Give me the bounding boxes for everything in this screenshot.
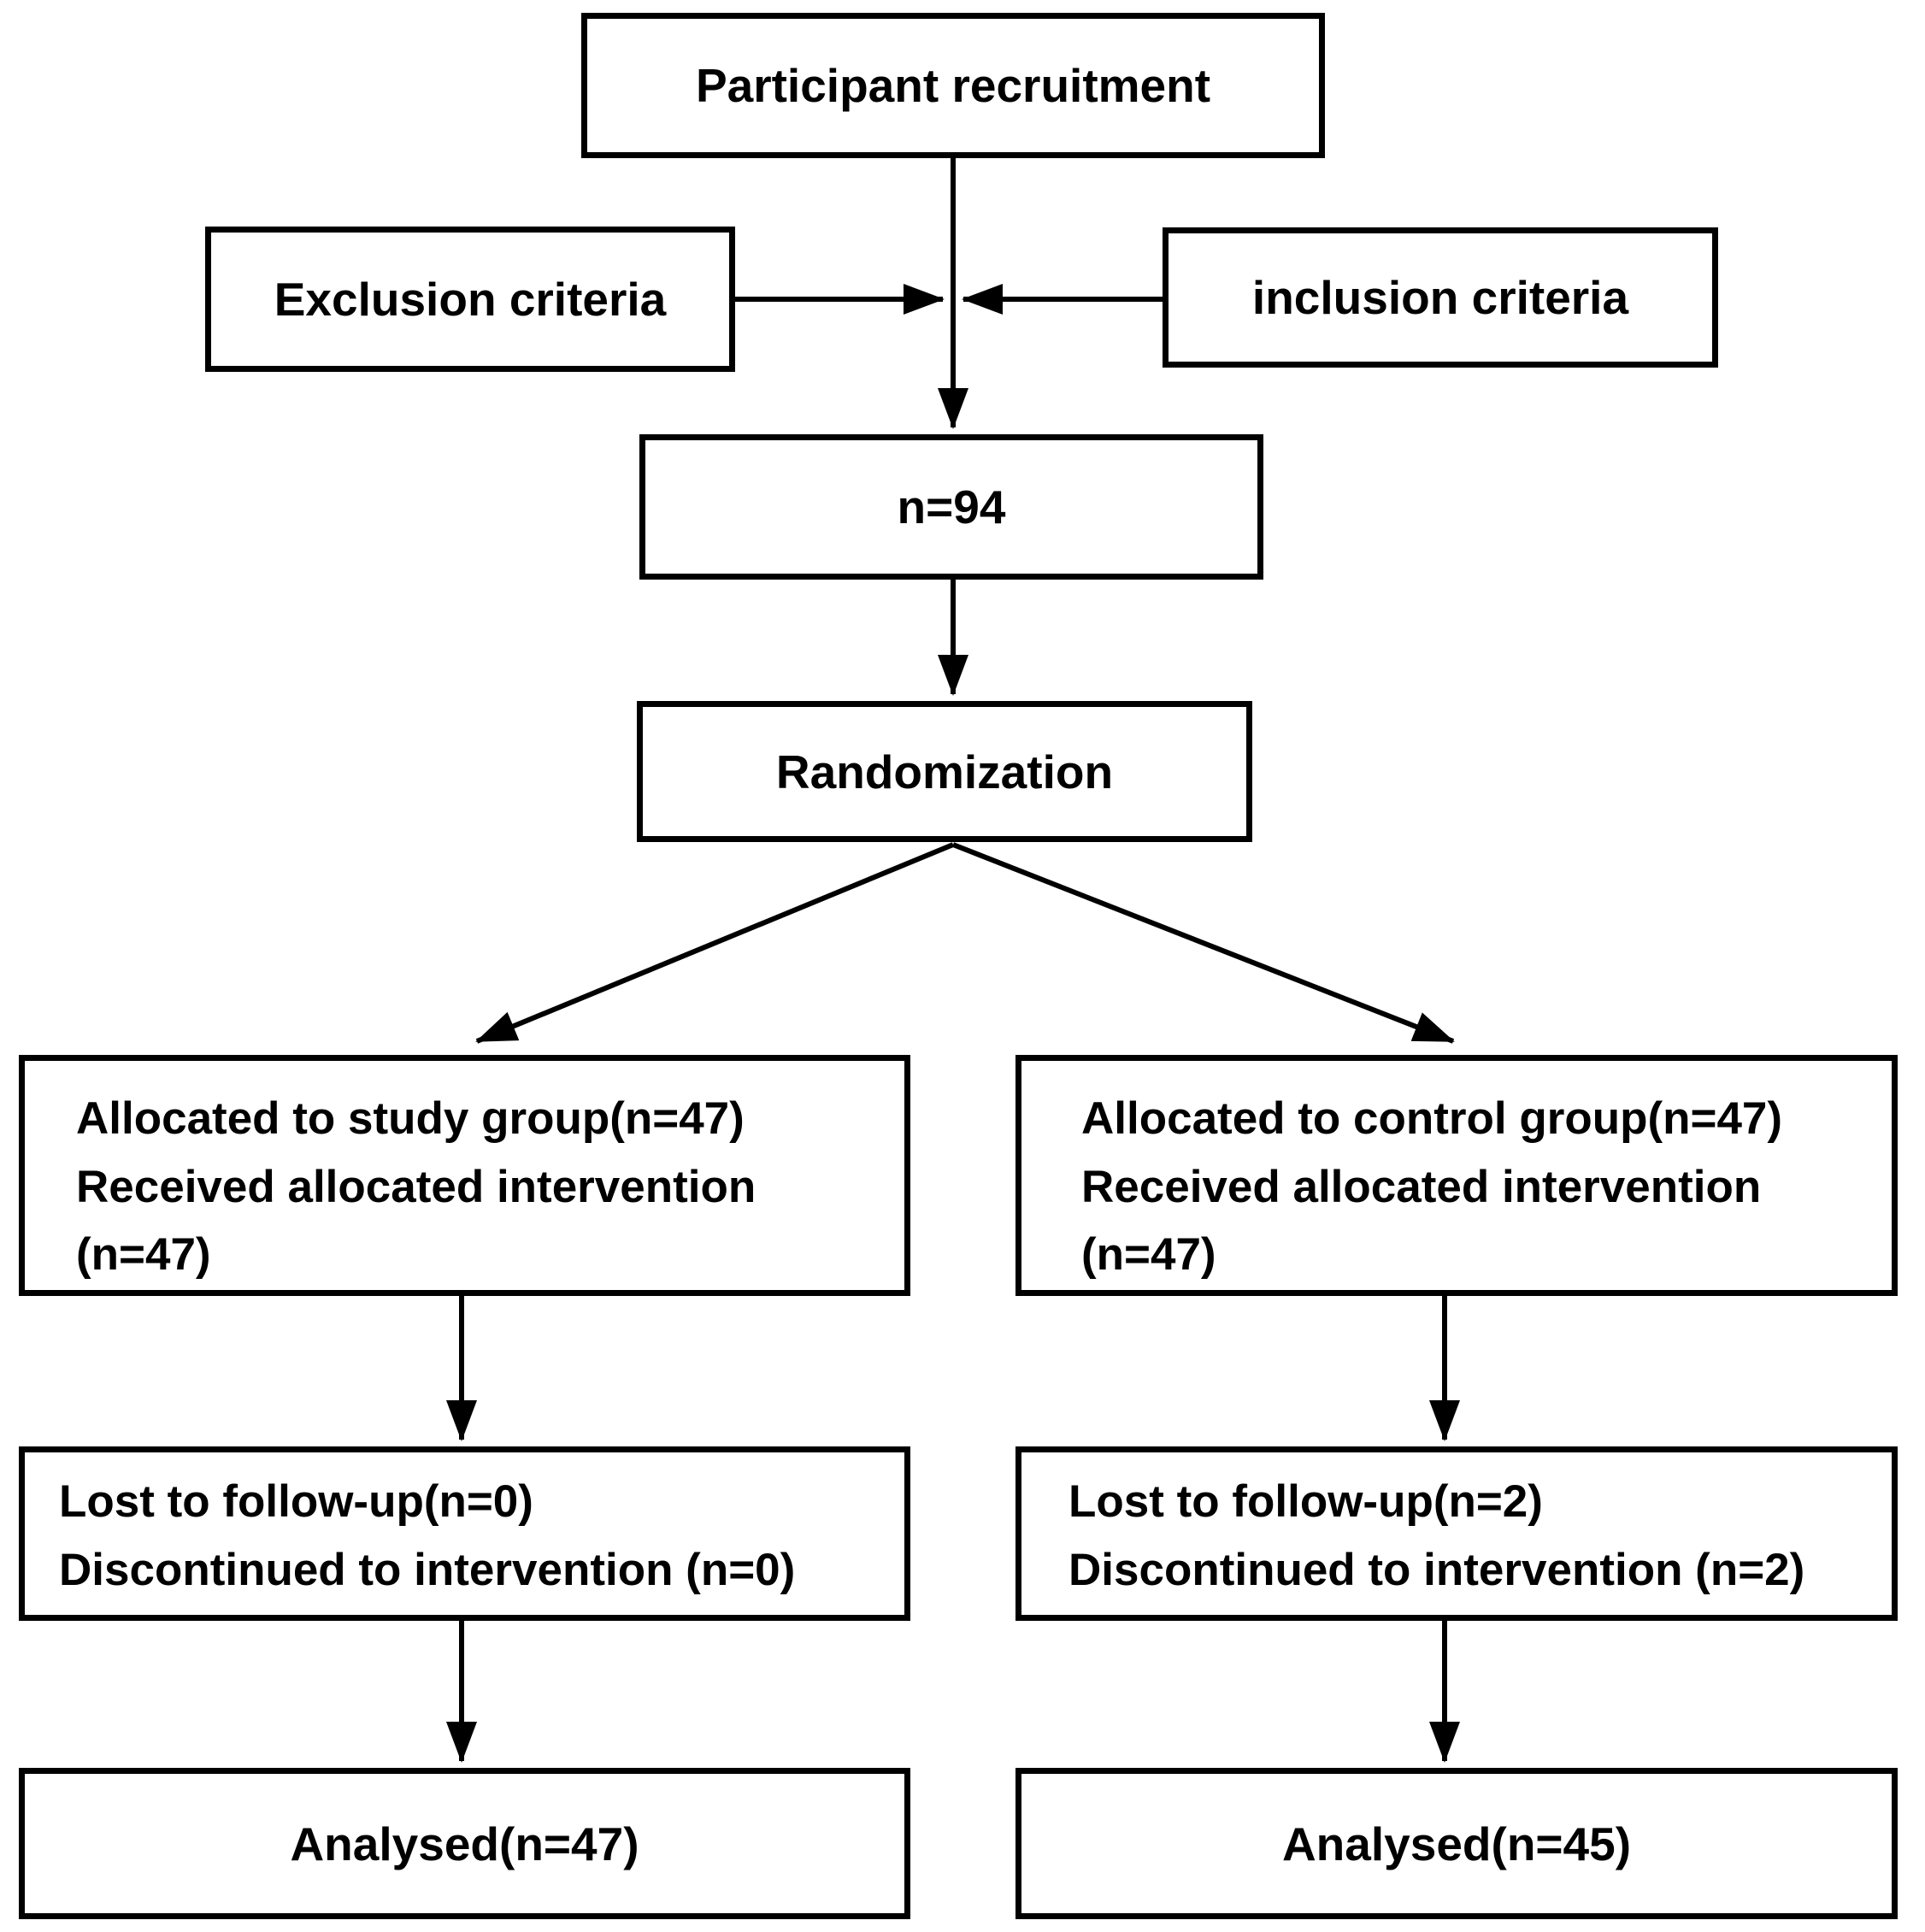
- node-line: Lost to follow-up(n=0): [59, 1476, 533, 1527]
- node-label: n=94: [897, 480, 1006, 533]
- node-label: inclusion criteria: [1251, 271, 1629, 324]
- node-n94: n=94: [639, 434, 1263, 580]
- node-inclusion-criteria: inclusion criteria: [1163, 227, 1718, 368]
- node-randomization: Randomization: [637, 701, 1252, 842]
- node-line: Discontinued to intervention (n=2): [1068, 1544, 1805, 1595]
- node-participant-recruitment: Participant recruitment: [581, 13, 1325, 158]
- node-line: Received allocated intervention: [1081, 1161, 1762, 1212]
- node-line: (n=47): [1081, 1229, 1216, 1280]
- node-line: Allocated to control group(n=47): [1081, 1093, 1783, 1144]
- node-lost-followup-study: Lost to follow-up(n=0) Discontinued to i…: [19, 1446, 910, 1621]
- arrow-randomization-to-study: [475, 842, 955, 1044]
- node-label: Analysed(n=47): [290, 1817, 639, 1870]
- node-label: Exclusion criteria: [274, 273, 667, 326]
- node-allocated-control-group: Allocated to control group(n=47) Receive…: [1015, 1055, 1898, 1296]
- node-allocated-study-group: Allocated to study group(n=47) Received …: [19, 1055, 910, 1296]
- node-label: Analysed(n=45): [1281, 1817, 1632, 1870]
- node-line: Received allocated intervention: [76, 1161, 756, 1212]
- node-line: (n=47): [76, 1229, 211, 1280]
- node-line: Lost to follow-up(n=2): [1068, 1476, 1543, 1527]
- node-exclusion-criteria: Exclusion criteria: [205, 227, 735, 372]
- node-analysed-control: Analysed(n=45): [1015, 1768, 1898, 1919]
- node-analysed-study: Analysed(n=47): [19, 1768, 910, 1919]
- arrow-randomization-to-control: [951, 842, 1455, 1044]
- node-lost-followup-control: Lost to follow-up(n=2) Discontinued to i…: [1015, 1446, 1898, 1621]
- node-label: Participant recruitment: [695, 59, 1211, 112]
- node-line: Discontinued to intervention (n=0): [59, 1544, 796, 1595]
- node-line: Allocated to study group(n=47): [76, 1093, 745, 1144]
- node-label: Randomization: [775, 745, 1114, 798]
